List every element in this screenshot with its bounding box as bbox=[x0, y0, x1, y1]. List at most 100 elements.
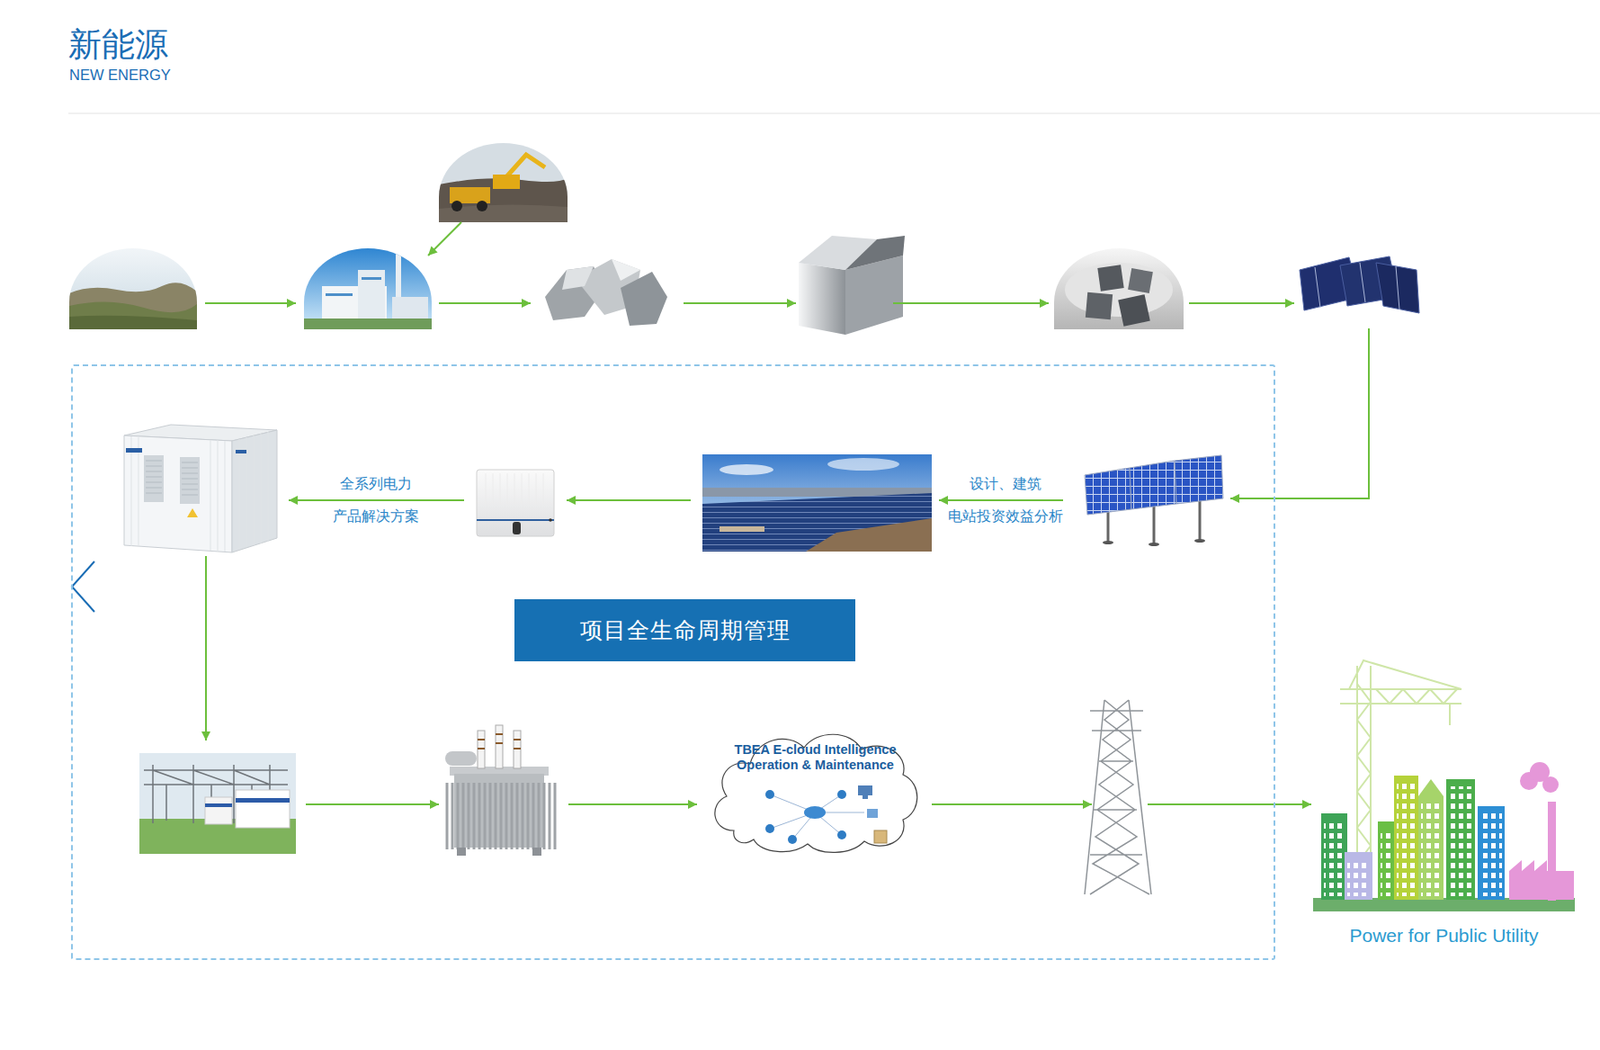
city-illustration bbox=[1480, 813, 1502, 896]
mine-dome bbox=[492, 174, 520, 189]
wafer-dome bbox=[1097, 264, 1124, 291]
solar-farm-photo bbox=[719, 464, 774, 475]
solar-farm-photo bbox=[827, 457, 900, 471]
city-caption: Power for Public Utility bbox=[1311, 922, 1577, 948]
city-illustration bbox=[1396, 782, 1416, 896]
transformer bbox=[445, 750, 477, 766]
wafer-dome bbox=[1117, 294, 1151, 327]
power-plant-dome bbox=[303, 248, 432, 330]
solar-panels bbox=[1194, 538, 1206, 543]
substation-photo bbox=[205, 803, 233, 807]
transformer bbox=[456, 847, 466, 856]
inverter bbox=[476, 469, 555, 537]
city-illustration bbox=[1542, 776, 1559, 793]
node-outline bbox=[715, 733, 918, 852]
power-container bbox=[125, 447, 143, 453]
power-container bbox=[124, 435, 233, 553]
solar-cells bbox=[1395, 266, 1400, 310]
inverter bbox=[476, 469, 555, 537]
flow-arrows bbox=[566, 499, 691, 501]
power-container bbox=[124, 424, 278, 553]
transformer bbox=[495, 724, 503, 769]
city-illustration bbox=[1313, 660, 1575, 912]
substation-photo bbox=[235, 797, 290, 803]
node-outline bbox=[837, 789, 847, 799]
substation-photo bbox=[139, 752, 296, 854]
flow-arrows bbox=[568, 803, 698, 805]
inverter bbox=[548, 518, 553, 522]
silicon-chunks bbox=[562, 266, 594, 290]
solar-farm-photo bbox=[805, 518, 932, 552]
wafer-dome bbox=[1054, 248, 1184, 330]
city-illustration bbox=[1347, 858, 1370, 896]
solar-panels bbox=[1107, 510, 1110, 542]
power-container bbox=[143, 455, 164, 502]
city-illustration bbox=[1421, 803, 1441, 896]
city-illustration bbox=[1509, 859, 1574, 900]
silicon-chunks bbox=[620, 271, 668, 326]
flow-arrows bbox=[205, 222, 1369, 805]
solar-farm-photo bbox=[702, 492, 932, 552]
inverter bbox=[512, 521, 521, 535]
silicon-ingot bbox=[798, 262, 846, 335]
flow-arrows bbox=[205, 302, 296, 304]
solar-panels bbox=[1084, 467, 1132, 515]
inverter bbox=[485, 473, 544, 504]
solar-cells bbox=[1314, 267, 1321, 308]
power-container bbox=[179, 456, 200, 504]
flow-arrows bbox=[1230, 328, 1369, 499]
power-container bbox=[145, 460, 198, 495]
solar-panels bbox=[1198, 500, 1202, 540]
power-plant-dome bbox=[361, 277, 382, 280]
city-illustration bbox=[1377, 821, 1396, 900]
node-outline bbox=[862, 795, 868, 799]
city-illustration bbox=[1394, 775, 1419, 900]
flow-arrows bbox=[938, 499, 1064, 501]
city-illustration bbox=[1344, 851, 1373, 900]
node-outline bbox=[765, 789, 847, 844]
solar-panels bbox=[1148, 542, 1160, 546]
substation-photo bbox=[139, 752, 296, 854]
silicon-chunks bbox=[611, 259, 641, 281]
prev-chevron bbox=[71, 561, 95, 612]
node-outline bbox=[858, 785, 873, 796]
power-container bbox=[131, 431, 269, 552]
power-plant-dome bbox=[392, 296, 429, 322]
cloud-title: TBEA E-cloud Intelligence Operation & Ma… bbox=[723, 741, 908, 773]
land-dome bbox=[69, 315, 197, 330]
power-plant-dome bbox=[357, 269, 385, 322]
solar-panels bbox=[1102, 540, 1114, 545]
solar-farm-photo bbox=[702, 454, 932, 552]
wafer-dome bbox=[1085, 292, 1113, 320]
edge-note: 全系列电力 产品解决方案 bbox=[308, 467, 444, 533]
transformer bbox=[446, 782, 555, 850]
city-illustration bbox=[1313, 897, 1575, 912]
land-dome bbox=[69, 301, 197, 330]
flow-connector bbox=[1275, 803, 1312, 805]
flow-arrows bbox=[428, 222, 462, 256]
power-container bbox=[187, 508, 198, 518]
solar-cells bbox=[1299, 256, 1420, 313]
power-container bbox=[235, 449, 247, 454]
node-outline bbox=[787, 834, 797, 844]
power-plant-dome bbox=[303, 318, 432, 330]
city-illustration bbox=[1418, 778, 1444, 900]
lifecycle-frame: 项目全生命周期管理TBEA E-cloud Intelligence Opera… bbox=[71, 364, 1276, 960]
flow-arrows bbox=[205, 555, 207, 741]
land-dome bbox=[69, 248, 197, 330]
solar-cells bbox=[1359, 262, 1366, 303]
land-dome bbox=[69, 282, 197, 330]
city-illustration bbox=[1321, 813, 1348, 900]
flow-arrows bbox=[305, 803, 439, 805]
solar-farm-photo bbox=[719, 526, 765, 532]
page-title: 新能源 bbox=[68, 25, 169, 65]
substation-photo bbox=[235, 789, 290, 828]
node-outline bbox=[837, 830, 847, 840]
mine-dome bbox=[438, 143, 568, 223]
substation-photo bbox=[205, 796, 233, 824]
flow-arrows bbox=[1188, 302, 1295, 304]
